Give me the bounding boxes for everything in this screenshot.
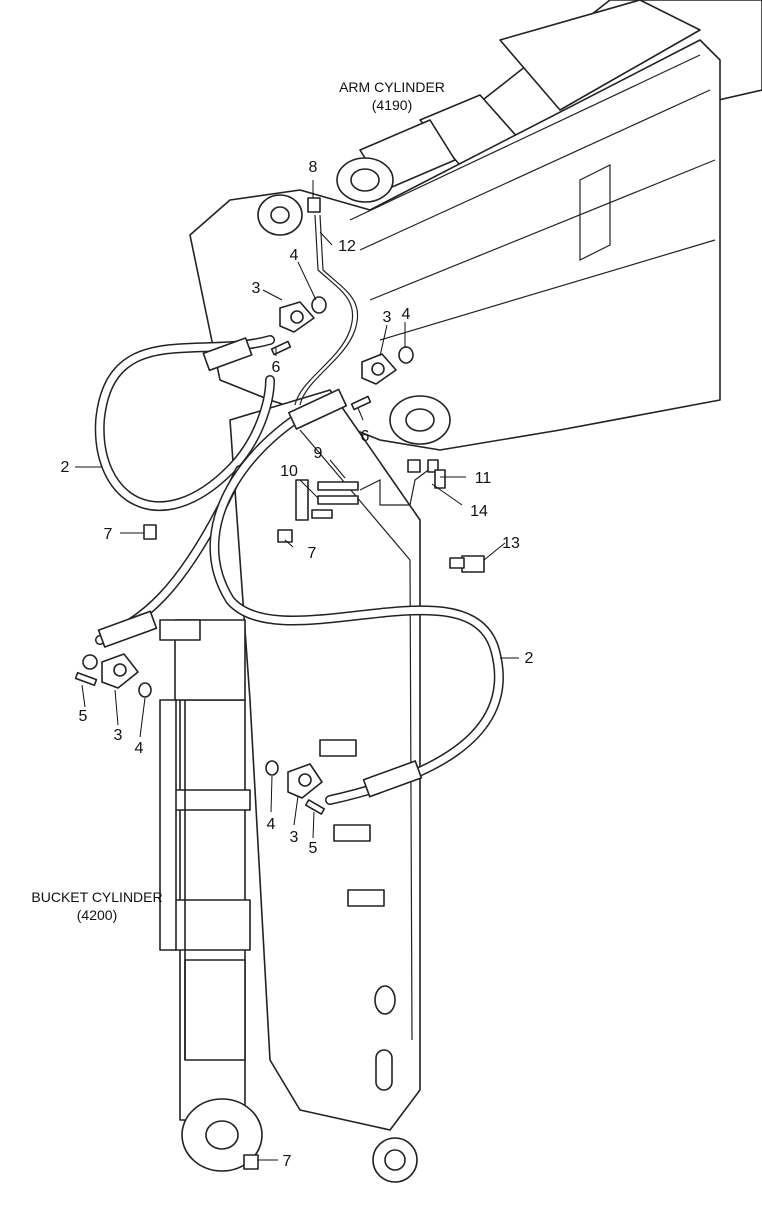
callout-7b: 7: [308, 545, 317, 562]
callout-5b: 5: [309, 840, 318, 857]
bucket-cylinder: [159, 619, 263, 1172]
callout-3a: 3: [252, 280, 261, 297]
bucket-cylinder-title: BUCKET CYLINDER: [31, 889, 162, 905]
leader-lines: [75, 180, 519, 1161]
callout-14: 14: [470, 503, 488, 520]
arm-cylinder-title: ARM CYLINDER: [339, 79, 445, 95]
callout-2a: 2: [61, 459, 70, 476]
boom: [189, 39, 721, 451]
callout-4a: 4: [290, 247, 299, 264]
callout-2b: 2: [525, 650, 534, 667]
callout-7c: 7: [283, 1153, 292, 1170]
callout-11: 11: [475, 470, 492, 487]
callout-9: 9: [314, 445, 323, 462]
callout-7a: 7: [104, 526, 113, 543]
flanges-and-fittings: [74, 197, 485, 1170]
hose-2-upper: [94, 335, 275, 648]
callout-8: 8: [309, 159, 318, 176]
callout-6a: 6: [272, 359, 281, 376]
callout-4d: 4: [267, 816, 276, 833]
arm-cylinder-code: (4190): [372, 97, 412, 113]
callout-3d: 3: [290, 829, 299, 846]
callout-6b: 6: [361, 428, 370, 445]
hose-2-lower: [209, 388, 504, 805]
pipe-12: [294, 214, 359, 406]
callout-12: 12: [338, 238, 356, 255]
callout-10: 10: [280, 463, 298, 480]
callout-3b: 3: [383, 309, 392, 326]
callout-3c: 3: [114, 727, 123, 744]
bucket-cylinder-code: (4200): [77, 907, 117, 923]
callout-4c: 4: [135, 740, 144, 757]
arm: [229, 389, 421, 1183]
callout-4b: 4: [402, 306, 411, 323]
callout-13: 13: [502, 535, 520, 552]
callout-5a: 5: [79, 708, 88, 725]
